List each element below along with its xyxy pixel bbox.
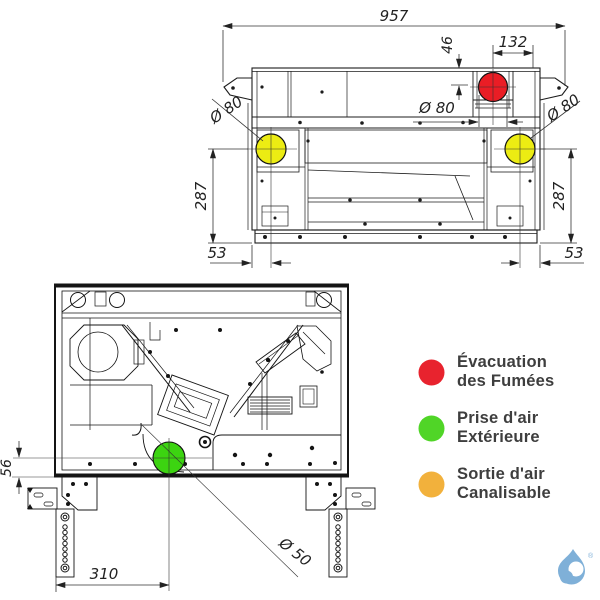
dim-intake-offset-bottom: 56 [0,459,15,477]
mounting-wing-left [223,77,253,101]
dim-flue-offset-top: 46 [440,36,456,54]
legend-label: Évacuation des Fumées [457,353,554,391]
legend-label: Sortie d'air Canalisable [457,465,551,503]
ducted-air-legend-dot-icon [418,471,445,497]
dim-duct-diameter-right: Ø 80 [543,90,583,125]
registered-mark: ® [588,552,594,560]
mounting-wing-right [539,77,569,101]
dim-flue-diameter: Ø 80 [418,99,455,117]
flue-legend-dot-icon [418,359,445,385]
legend-label-line2: Canalisable [457,484,551,502]
legend-item-evacuation-fumees: Évacuation des Fumées [418,353,554,391]
dim-inset-left: 53 [207,244,226,262]
dim-height-left: 287 [192,181,210,210]
legend-item-sortie-air: Sortie d'air Canalisable [418,465,551,503]
legend-item-prise-air: Prise d'air Extérieure [418,409,540,447]
front-view-dimensions [208,23,584,268]
legend-label-line1: Évacuation [457,353,548,371]
legend-label-line2: Extérieure [457,428,540,446]
brand-water-drop-logo: ® [558,549,594,585]
dim-overall-width: 957 [380,7,409,25]
legend-label-line1: Prise d'air [457,409,539,427]
leg-left [55,508,75,578]
dim-height-right: 287 [550,181,568,210]
legend-label-line1: Sortie d'air [457,465,545,483]
floor-bracket-left [27,476,98,511]
legend-label: Prise d'air Extérieure [457,409,540,447]
floor-bracket-right [305,476,376,511]
intake-legend-dot-icon [418,415,445,441]
dim-inset-right: 53 [564,244,583,262]
leg-right [328,508,348,578]
legend-label-line2: des Fumées [457,372,555,390]
plan-view [27,283,376,578]
dim-intake-diameter: Ø 50 [275,533,315,570]
plan-view-dimensions [12,441,170,592]
dim-intake-offset-left: 310 [90,565,119,583]
dim-flue-offset-right: 132 [499,33,528,51]
